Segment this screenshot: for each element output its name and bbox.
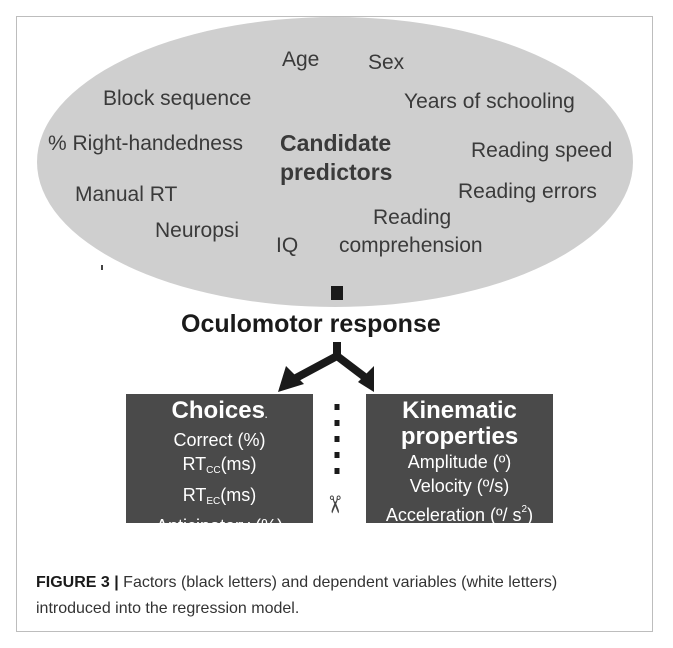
predictor-age: Age <box>282 48 319 71</box>
oculomotor-response-label: Oculomotor response <box>181 310 441 338</box>
predictor-neuropsi: Neuropsi <box>155 219 239 242</box>
kinematic-box: Kinematic properties Amplitude (º) Veloc… <box>366 394 553 525</box>
choices-title: Choices. <box>171 397 268 424</box>
kinematic-velocity: Velocity (º/s) <box>409 476 510 496</box>
ellipse-connector <box>331 286 343 300</box>
kinematic-acceleration: Acceleration (º/ s2) <box>385 504 534 525</box>
caption-label: FIGURE 3 | <box>36 574 119 591</box>
predictor-iq: IQ <box>276 234 298 257</box>
predictor-reading-comprehension-line1: Reading <box>373 206 451 229</box>
candidate-predictors-title-line2: predictors <box>280 159 392 185</box>
predictor-reading-comprehension-line2: comprehension <box>339 234 483 257</box>
stray-tick-mark <box>101 265 103 270</box>
predictor-reading-speed: Reading speed <box>471 139 612 162</box>
figure-caption: FIGURE 3 | Factors (black letters) and d… <box>36 570 636 622</box>
choices-anticipatory: Anticipatory (%) <box>155 516 284 536</box>
scissors-icon: ✂ <box>320 494 348 515</box>
predictor-sex: Sex <box>368 51 405 74</box>
choices-title-mark: . <box>264 410 268 420</box>
predictor-block-sequence: Block sequence <box>103 87 251 110</box>
predictor-right-handedness: % Right-handedness <box>48 132 243 155</box>
arrow-head-left <box>278 366 304 392</box>
choices-rt-ec: RTEC(ms) <box>182 485 257 507</box>
caption-text: Factors (black letters) and dependent va… <box>36 574 558 617</box>
fork-arrow <box>294 342 369 382</box>
kinematic-amplitude: Amplitude (º) <box>407 452 512 472</box>
choices-box: Choices. Correct (%) RTCC(ms) RTEC(ms) A… <box>126 394 313 536</box>
choices-correct: Correct (%) <box>173 430 266 450</box>
predictor-years-of-schooling: Years of schooling <box>404 90 575 113</box>
candidate-predictors-title-line1: Candidate <box>280 130 391 156</box>
kinematic-title-line2: properties <box>400 423 519 450</box>
choices-rt-cc: RTCC(ms) <box>182 454 257 476</box>
arrow-head-right <box>358 366 374 392</box>
candidate-predictors-ellipse <box>37 17 633 307</box>
predictor-manual-rt: Manual RT <box>75 183 177 206</box>
predictor-reading-errors: Reading errors <box>458 180 597 203</box>
kinematic-title-line1: Kinematic <box>402 397 517 424</box>
